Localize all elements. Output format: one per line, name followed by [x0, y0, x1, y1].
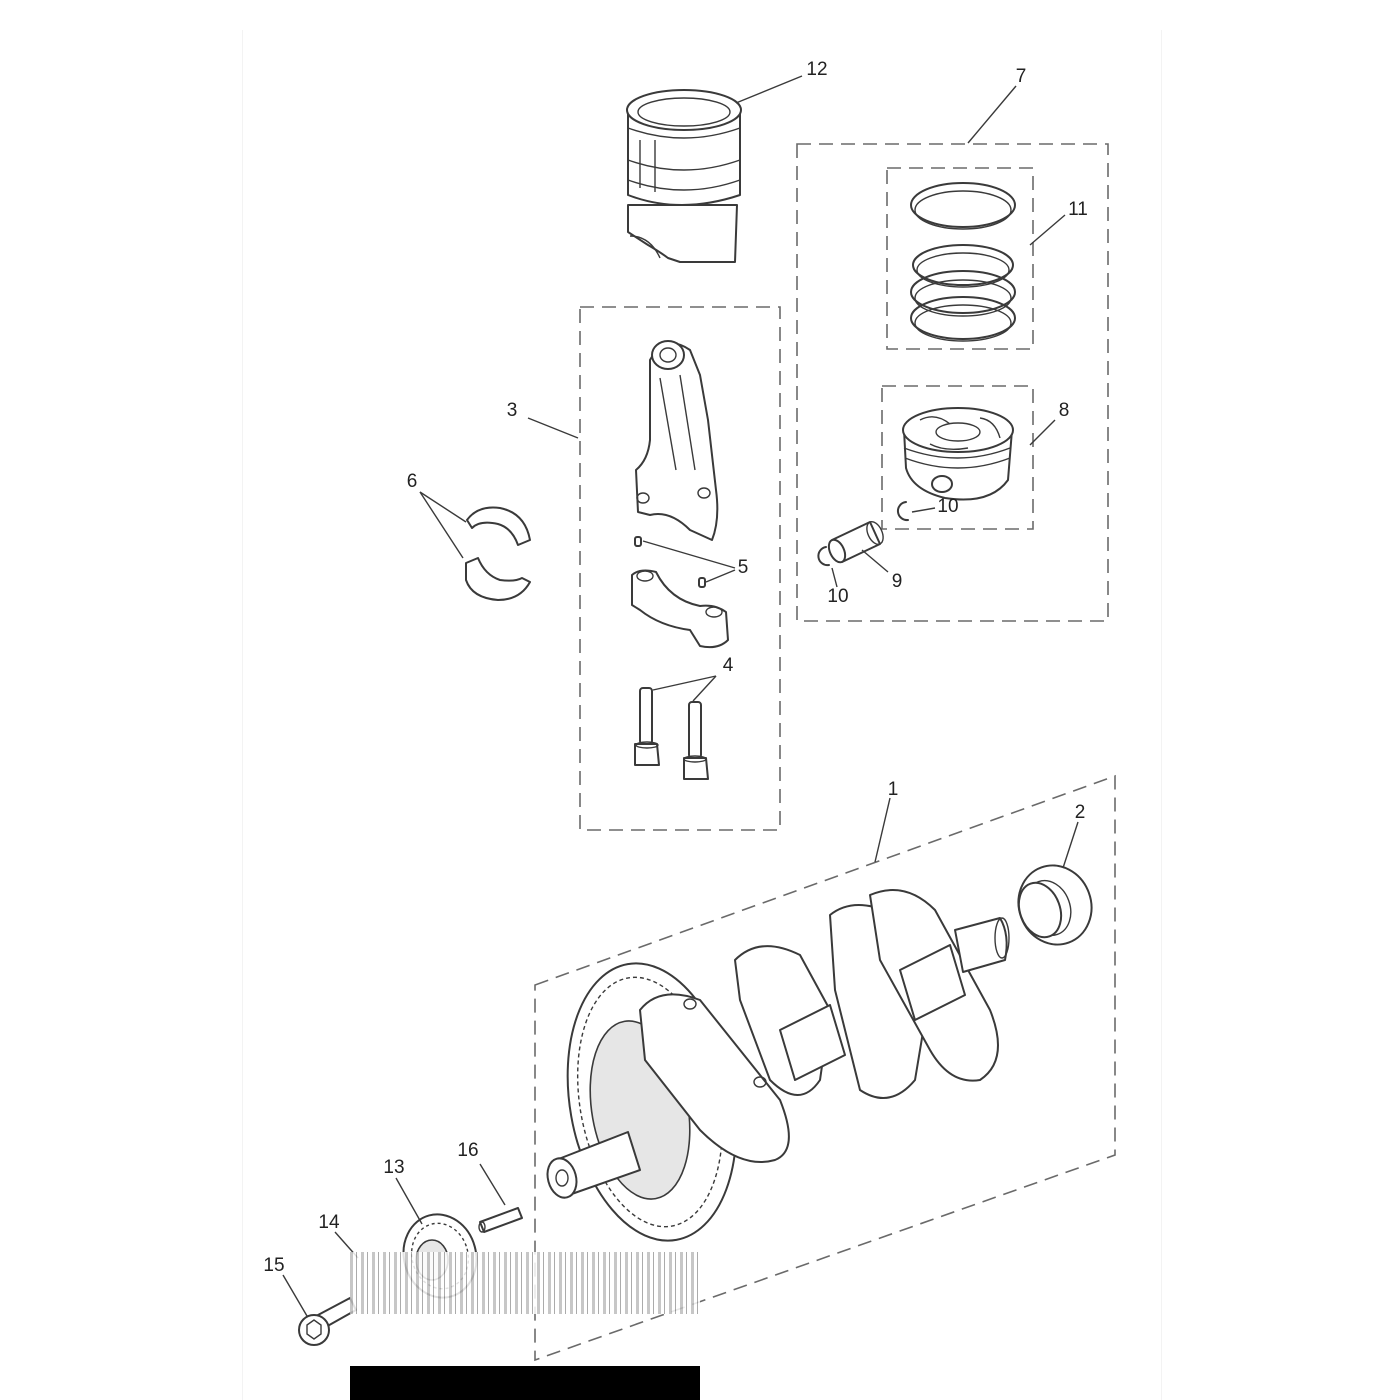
- callout-6: 6: [407, 471, 418, 492]
- conrod-cap-part: [631, 569, 729, 649]
- gudgeon-pin-part: [827, 521, 884, 564]
- callout-13: 13: [383, 1157, 404, 1178]
- piston-rings-part: [910, 182, 1016, 342]
- callout-7: 7: [1016, 66, 1027, 87]
- dowel-pin-part: [478, 1207, 523, 1233]
- page-border: [242, 30, 1162, 1400]
- leader-lines: [282, 75, 1079, 1317]
- callout-9: 9: [892, 571, 903, 592]
- dowel-lower: [698, 577, 706, 588]
- callout-1: 1: [888, 779, 899, 800]
- callout-14: 14: [318, 1212, 340, 1233]
- circlip-lower: [817, 546, 830, 567]
- callout-10-upper: 10: [937, 496, 958, 517]
- piston-rings-box: [886, 167, 1034, 350]
- callout-5: 5: [738, 557, 749, 578]
- connecting-rod-part: [635, 340, 719, 541]
- piston-box: [881, 385, 1034, 530]
- cylinder-liner-part: [626, 89, 742, 263]
- dowel-upper: [634, 536, 642, 547]
- callout-11: 11: [1068, 199, 1088, 220]
- piston-group-box: [796, 143, 1109, 622]
- crank-bolt-part: [298, 1297, 357, 1346]
- conrod-bolt-left: [634, 687, 660, 766]
- piston-part: [902, 407, 1014, 501]
- callout-8: 8: [1059, 400, 1070, 421]
- conrod-bolt-right: [683, 701, 709, 780]
- crankshaft-group-box: [534, 774, 1116, 1362]
- callout-10-lower: 10: [827, 586, 848, 607]
- obscured-region: [350, 1252, 700, 1314]
- crank-bearing-part: [1017, 864, 1093, 946]
- callout-12: 12: [806, 59, 827, 80]
- callout-4: 4: [723, 655, 734, 676]
- circlip-upper: [897, 501, 909, 522]
- bearing-shells-part: [465, 506, 531, 601]
- callout-3: 3: [507, 400, 518, 421]
- callout-15: 15: [263, 1255, 284, 1276]
- crankshaft-part: [546, 889, 1010, 1242]
- black-bar: [350, 1366, 700, 1400]
- callout-2: 2: [1075, 802, 1086, 823]
- callout-16: 16: [457, 1140, 478, 1161]
- conrod-group-box: [579, 306, 781, 831]
